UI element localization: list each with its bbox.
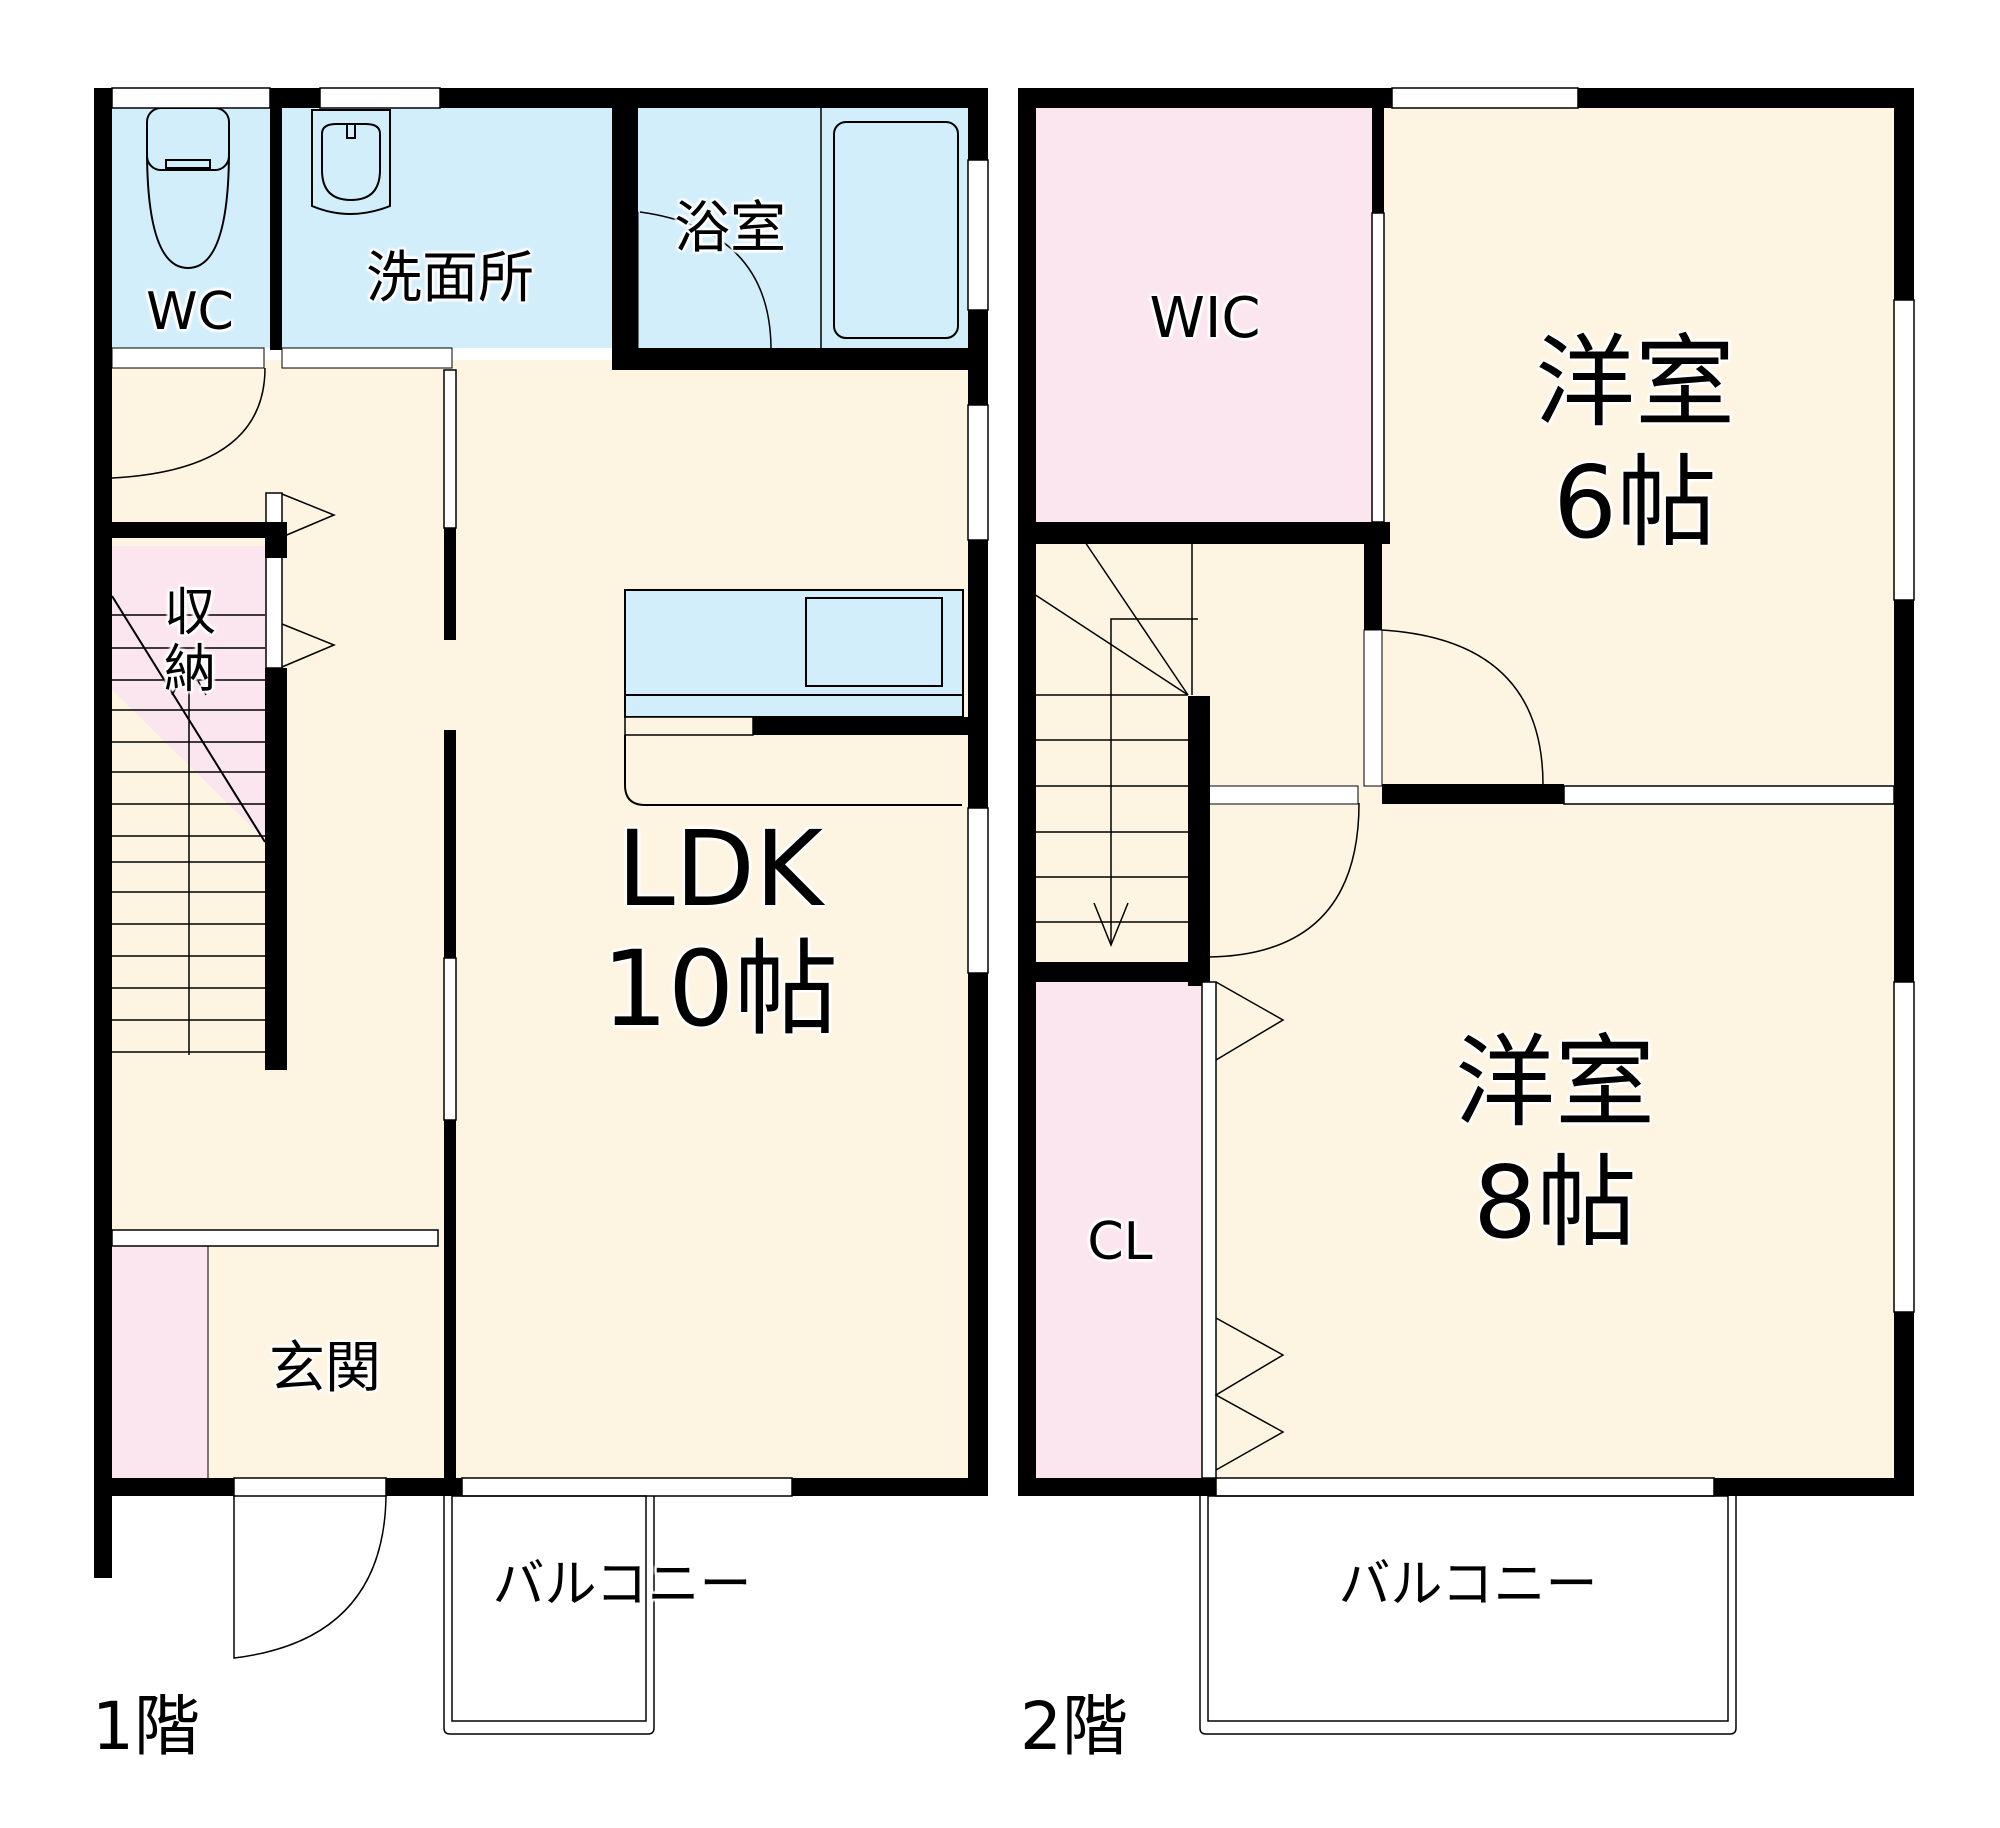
western8-door-swing xyxy=(1207,802,1360,958)
closet-folding-door xyxy=(1214,981,1285,1471)
room-label-western6: 洋室 xyxy=(1535,324,1735,441)
room-label-western8: 洋室 xyxy=(1455,1024,1655,1141)
room-label-wic: WIC xyxy=(1149,286,1261,351)
entrance-fill xyxy=(208,1230,438,1480)
floor1-balcony-rail xyxy=(443,1496,655,1735)
room-label-washroom: 洗面所 xyxy=(366,246,534,311)
floor2-stairs xyxy=(1033,541,1198,947)
room-label-wc: WC xyxy=(146,282,234,342)
western6-door-swing xyxy=(1381,629,1544,786)
sink-icon xyxy=(311,109,391,215)
floor-label-2f: 2階 xyxy=(1020,1688,1128,1765)
closet-fill xyxy=(1036,982,1202,1478)
room-label-entrance: 玄関 xyxy=(269,1336,381,1401)
room-label-balcony2: バルコニー xyxy=(1338,1555,1598,1615)
room-label-storage: 収 納 xyxy=(163,583,216,701)
floor2-balcony-rail xyxy=(1199,1496,1737,1735)
room-label-closet: CL xyxy=(1087,1212,1153,1272)
room-size-western8: 8帖 xyxy=(1473,1144,1637,1261)
bathroom-fill xyxy=(638,106,968,348)
wc-fill xyxy=(112,106,270,348)
room-size-ldk: 10帖 xyxy=(601,928,839,1050)
wic-fill xyxy=(1036,108,1372,522)
stairs-down-arrow-icon xyxy=(1110,618,1198,945)
floor-label-1f: 1階 xyxy=(92,1688,200,1765)
ldk-fill xyxy=(462,368,968,1480)
room-size-western6: 6帖 xyxy=(1553,444,1717,561)
room-label-bathroom: 浴室 xyxy=(674,196,786,261)
floor1-windows xyxy=(111,87,989,1497)
washroom-fill xyxy=(282,106,612,348)
kitchen-counter-icon xyxy=(624,589,968,806)
bathroom-door-swing xyxy=(639,211,772,349)
front-door-swing xyxy=(233,1495,387,1659)
bathtub-icon xyxy=(833,121,959,339)
room-label-balcony1: バルコニー xyxy=(492,1555,752,1615)
floor1-stairs xyxy=(111,595,266,1055)
floor1-plan xyxy=(94,87,989,1735)
room-label-ldk: LDK xyxy=(616,808,824,930)
shoe-storage-fill xyxy=(112,1230,208,1480)
floor2-plan xyxy=(1018,87,1915,1735)
wc-door-swing xyxy=(111,367,266,479)
